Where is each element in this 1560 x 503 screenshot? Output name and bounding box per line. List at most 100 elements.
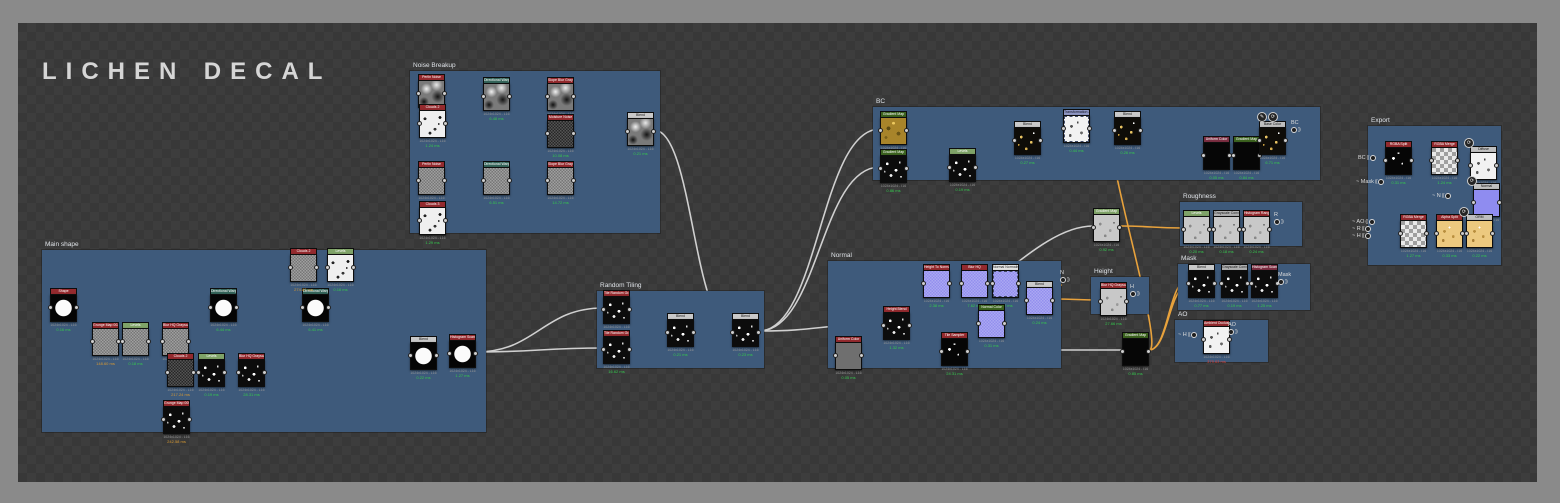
node-thumbnail[interactable] [1120,338,1151,366]
input-connector-h[interactable]: ~ H(( [1178,332,1198,338]
node-thumbnail[interactable] [1468,152,1499,180]
node-thumbnail[interactable] [208,294,239,322]
node-thumbnail[interactable] [1383,147,1414,175]
node-thumbnail[interactable] [417,110,448,138]
node-slope-blur-grayscale[interactable]: Slope Blur Grayscale1024x1024 - L1614.77… [545,77,576,121]
input-connector-bc[interactable]: BC(( [1358,155,1376,161]
node-thumbnail[interactable] [1429,147,1460,175]
node-thumbnail[interactable] [417,207,448,235]
pencil-badge-icon[interactable]: ✎ [1257,112,1267,122]
node-thumbnail[interactable] [120,328,151,356]
node-thumbnail[interactable] [939,338,970,366]
node-thumbnail[interactable] [1464,220,1495,248]
node-thumbnail[interactable] [1201,326,1232,354]
node-thumbnail[interactable] [1257,127,1288,155]
node-thumbnail[interactable] [878,117,909,145]
output-connector-r[interactable]: R)) [1274,212,1284,225]
node-thumbnail[interactable] [976,310,1007,338]
node-thumbnail[interactable] [625,118,656,146]
node-thumbnail[interactable] [300,294,331,322]
node-thumbnail[interactable] [1219,270,1250,298]
connector-dot-icon[interactable] [1368,219,1375,225]
node-thumbnail[interactable] [1211,216,1242,244]
node-thumbnail[interactable] [1091,214,1122,242]
input-connector-r[interactable]: ~ R(( [1352,226,1372,232]
node-thumbnail[interactable] [481,167,512,195]
node-thumbnail[interactable] [1181,216,1212,244]
connector-dot-icon[interactable] [1130,291,1136,297]
node-thumbnail[interactable] [1186,270,1217,298]
connector-dot-icon[interactable] [1274,219,1280,225]
node-thumbnail[interactable] [545,83,576,111]
connector-dot-icon[interactable] [1365,226,1372,232]
connector-dot-icon[interactable] [1278,279,1284,285]
output-connector-n[interactable]: N)) [1060,270,1070,283]
connector-dot-icon[interactable] [1291,127,1297,133]
node-thumbnail[interactable] [1398,220,1429,248]
output-connector-mask[interactable]: Mask)) [1278,272,1291,285]
input-connector-mask[interactable]: ~ Mask(( [1356,179,1385,185]
node-thumbnail[interactable] [545,120,576,148]
node-slope-blur-grayscale[interactable]: Slope Blur Grayscale1024x1024 - L1614.72… [545,161,576,205]
node-thumbnail[interactable] [325,254,356,282]
node-thumbnail[interactable] [236,359,267,387]
node-grayscale-conversion[interactable]: Grayscale Conversion1024x1024 - L160.19 … [1219,264,1250,308]
node-thumbnail[interactable] [288,254,319,282]
input-connector-h[interactable]: ~ H(( [1352,233,1372,239]
refresh-badge-icon[interactable]: ⟳ [1467,176,1477,186]
node-thumbnail[interactable] [447,340,478,368]
node-tile-random-grayscale[interactable]: Tile Random Grayscale1024x1024 - L1616.5… [601,290,632,334]
connector-dot-icon[interactable] [1378,179,1385,185]
connector-dot-icon[interactable] [1365,233,1372,239]
connector-dot-icon[interactable] [1060,277,1066,283]
node-thumbnail[interactable] [601,336,632,364]
node-thumbnail[interactable] [196,359,227,387]
node-thumbnail[interactable] [1201,142,1232,170]
output-connector-bc[interactable]: BC)) [1291,120,1301,133]
group-noise-breakup[interactable]: Noise Breakup [410,62,660,233]
node-ambient-occlusion-hbao-[interactable]: Ambient Occlusion (HBAO)1024x1024 - L163… [1201,320,1232,364]
node-thumbnail[interactable] [1112,117,1143,145]
refresh-badge-icon[interactable]: ⟳ [1268,112,1278,122]
node-thumbnail[interactable] [416,167,447,195]
output-connector-h[interactable]: H)) [1130,284,1140,297]
node-thumbnail[interactable] [1434,220,1465,248]
node-thumbnail[interactable] [921,270,952,298]
node-thumbnail[interactable] [990,270,1021,298]
